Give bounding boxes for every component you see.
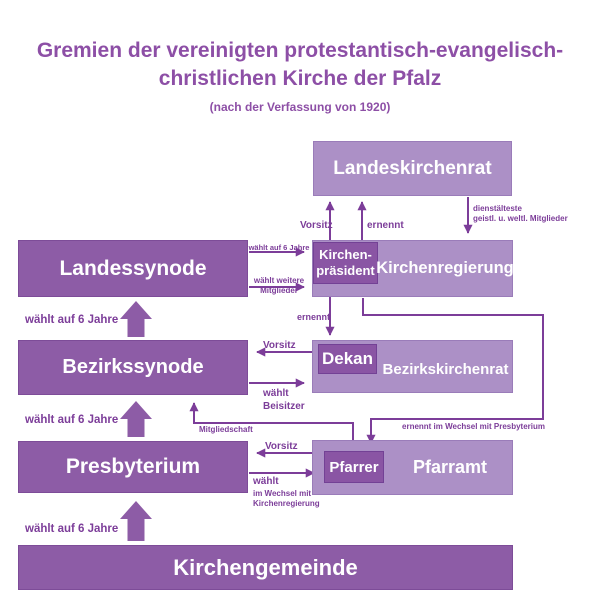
waehlt-weitere-line-2: Mitglieder	[260, 286, 298, 295]
box-pfarramt: Pfarrer Pfarramt	[312, 440, 513, 495]
waehlt-im-wechsel-line-2: im Wechsel mit	[253, 488, 312, 498]
diagram-subtitle: (nach der Verfassung von 1920)	[209, 100, 391, 114]
title-line-1: Gremien der vereinigten protestantisch-e…	[36, 39, 564, 62]
waehlt-beisitzer-line-2: Beisitzer	[263, 401, 305, 412]
label-waehlt-block-2: wählt auf 6 Jahre	[25, 414, 119, 426]
box-landeskirchenrat: Landeskirchenrat	[313, 141, 512, 196]
label-waehlt-auf-6-jahre-praesident: wählt auf 6 Jahre	[248, 243, 310, 252]
label-mitgliedschaft: Mitgliedschaft	[199, 425, 253, 434]
waehlt-im-wechsel-line-1: wählt	[253, 476, 279, 487]
box-pfarrer: Pfarrer	[324, 451, 384, 483]
box-bezirkskirchenrat: Dekan Bezirkskirchenrat	[312, 340, 513, 393]
label-ernennt-dekan: ernennt	[297, 312, 331, 322]
label-vorsitz-bezirkssynode: Vorsitz	[263, 340, 296, 351]
box-landessynode: Landessynode	[18, 240, 248, 297]
kirchenpraesident-line-2: präsident	[316, 263, 375, 278]
label-waehlt-beisitzer: wählt Beisitzer	[263, 387, 305, 413]
box-kirchenpraesident: Kirchen- präsident	[313, 242, 378, 284]
box-kirchengemeinde: Kirchengemeinde	[18, 545, 513, 590]
dienstaelteste-line-1: dienstälteste	[473, 204, 522, 213]
kirchenpraesident-line-1: Kirchen-	[319, 247, 372, 263]
diagram-title: Gremien der vereinigten protestantisch-e…	[0, 37, 600, 92]
label-ernennt-landeskirchenrat: ernennt	[367, 220, 404, 231]
block-arrow-up-kirchengemeinde-presbyterium	[120, 501, 152, 541]
label-vorsitz-landeskirchenrat: Vorsitz	[300, 220, 333, 231]
label-waehlt-block-1: wählt auf 6 Jahre	[25, 314, 119, 326]
pfarramt-label: Pfarramt	[412, 457, 488, 477]
label-waehlt-weitere: wählt weitere Mitglieder	[247, 276, 311, 296]
title-line-2: christlichen Kirche der Pfalz	[158, 66, 442, 90]
label-vorsitz-presbyterium: Vorsitz	[265, 441, 298, 452]
kirchenregierung-label: Kirchenregierung	[376, 259, 514, 277]
label-waehlt-block-3: wählt auf 6 Jahre	[25, 523, 119, 535]
label-waehlt-im-wechsel: wählt im Wechsel mit Kirchenregierung	[253, 476, 320, 509]
waehlt-im-wechsel-line-3: Kirchenregierung	[253, 498, 320, 508]
box-presbyterium: Presbyterium	[18, 441, 248, 493]
bezirkskirchenrat-label: Bezirkskirchenrat	[382, 361, 509, 378]
box-kirchenregierung: Kirchen- präsident Kirchenregierung	[312, 240, 514, 297]
block-arrow-up-bezirkssynode-landessynode	[120, 301, 152, 337]
label-ernennt-im-wechsel: ernennt im Wechsel mit Presbyterium	[402, 422, 546, 431]
box-bezirkssynode: Bezirkssynode	[18, 340, 248, 395]
waehlt-beisitzer-line-1: wählt	[263, 388, 289, 399]
block-arrow-up-presbyterium-bezirkssynode	[120, 401, 152, 437]
dienstaelteste-line-2: geistl. u. weltl. Mitglieder	[473, 214, 568, 223]
box-dekan: Dekan	[318, 344, 377, 374]
label-dienstaelteste: dienstälteste geistl. u. weltl. Mitglied…	[473, 204, 568, 224]
waehlt-weitere-line-1: wählt weitere	[253, 276, 305, 285]
